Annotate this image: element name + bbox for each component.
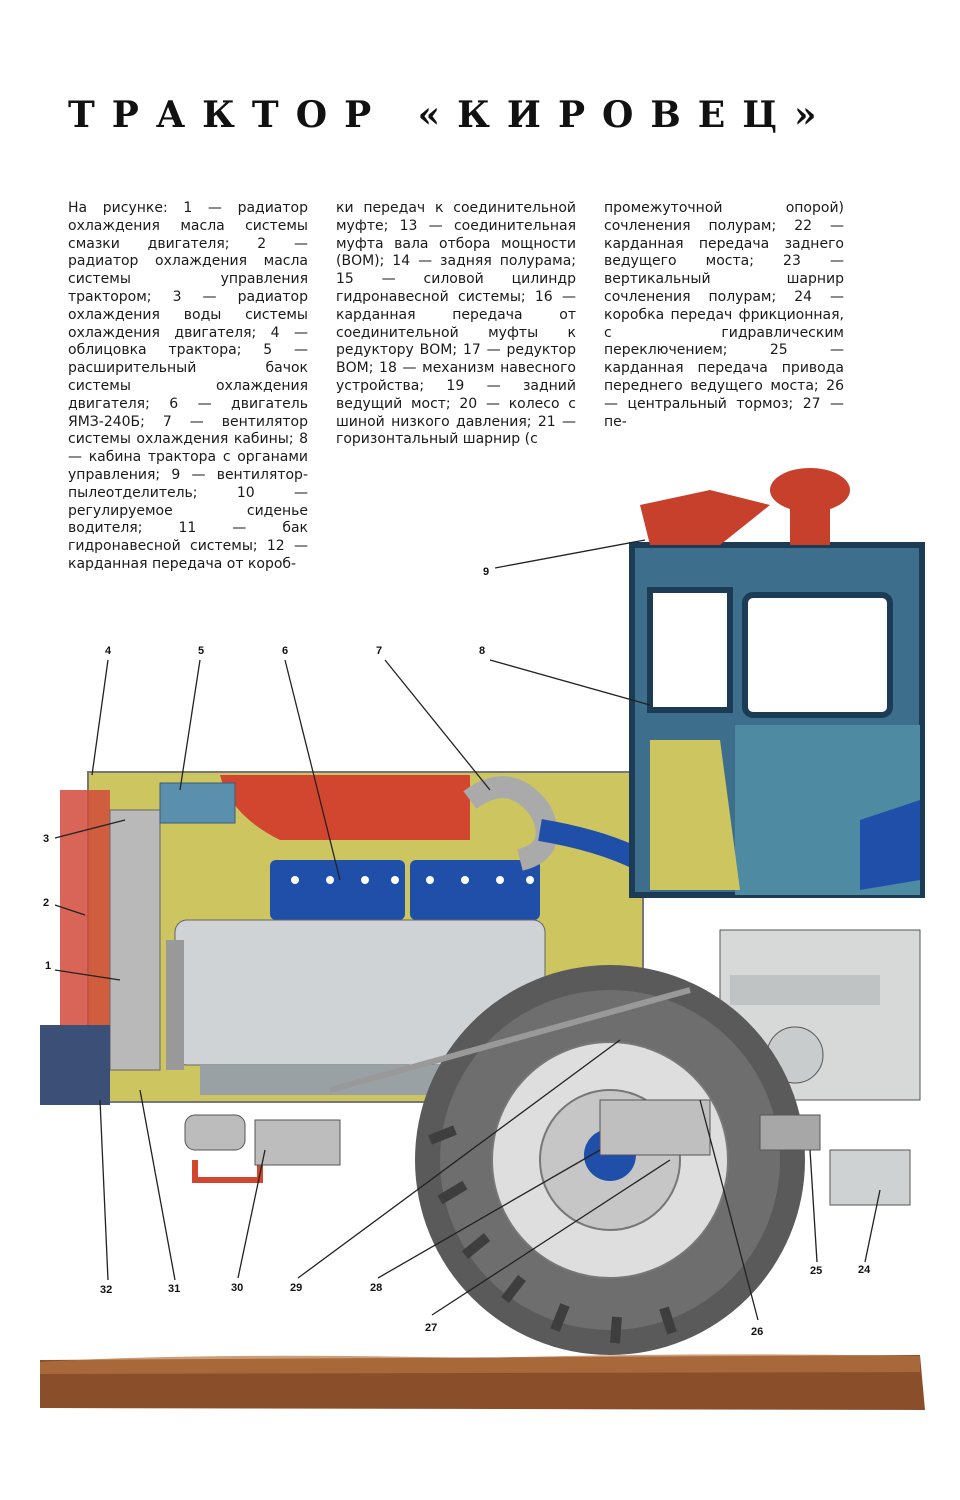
callout-label: 4 — [105, 645, 112, 657]
callout-label: 7 — [376, 645, 383, 657]
cab-window-side — [647, 587, 733, 713]
hood-panel — [220, 775, 470, 840]
callout-label: 26 — [751, 1326, 764, 1338]
article-title: ТРАКТОР «КИРОВЕЦ» — [68, 94, 834, 136]
callout-label: 6 — [282, 645, 289, 657]
callout-label: 25 — [810, 1265, 823, 1277]
callout-label: 3 — [43, 833, 50, 845]
callout-label: 1 — [45, 960, 52, 972]
caption-column-3: промежуточной опорой) сочленения полурам… — [604, 200, 844, 430]
callout-label: 29 — [290, 1282, 303, 1294]
callout-label: 28 — [370, 1282, 383, 1294]
callout-label: 31 — [168, 1283, 181, 1295]
callout-label: 8 — [479, 645, 486, 657]
caption-column-1: На рисунке: 1 — радиатор охлаждения масл… — [68, 200, 308, 572]
engine-block-right — [410, 860, 540, 920]
engine-block-left — [270, 860, 405, 920]
cab-window-rear — [742, 592, 893, 718]
dust-separator — [640, 490, 770, 545]
callout-label: 32 — [100, 1284, 113, 1296]
callout-label: 5 — [198, 645, 205, 657]
expansion-tank — [159, 782, 236, 824]
roof-fan — [770, 468, 850, 512]
callout-label: 24 — [858, 1264, 871, 1276]
callout-label: 30 — [231, 1282, 244, 1294]
callout-label: 9 — [483, 566, 490, 578]
caption-column-2: ки передач к соединительной муфте; 13 — … — [336, 200, 576, 448]
callout-label: 2 — [43, 897, 50, 909]
callout-label: 27 — [425, 1322, 438, 1334]
